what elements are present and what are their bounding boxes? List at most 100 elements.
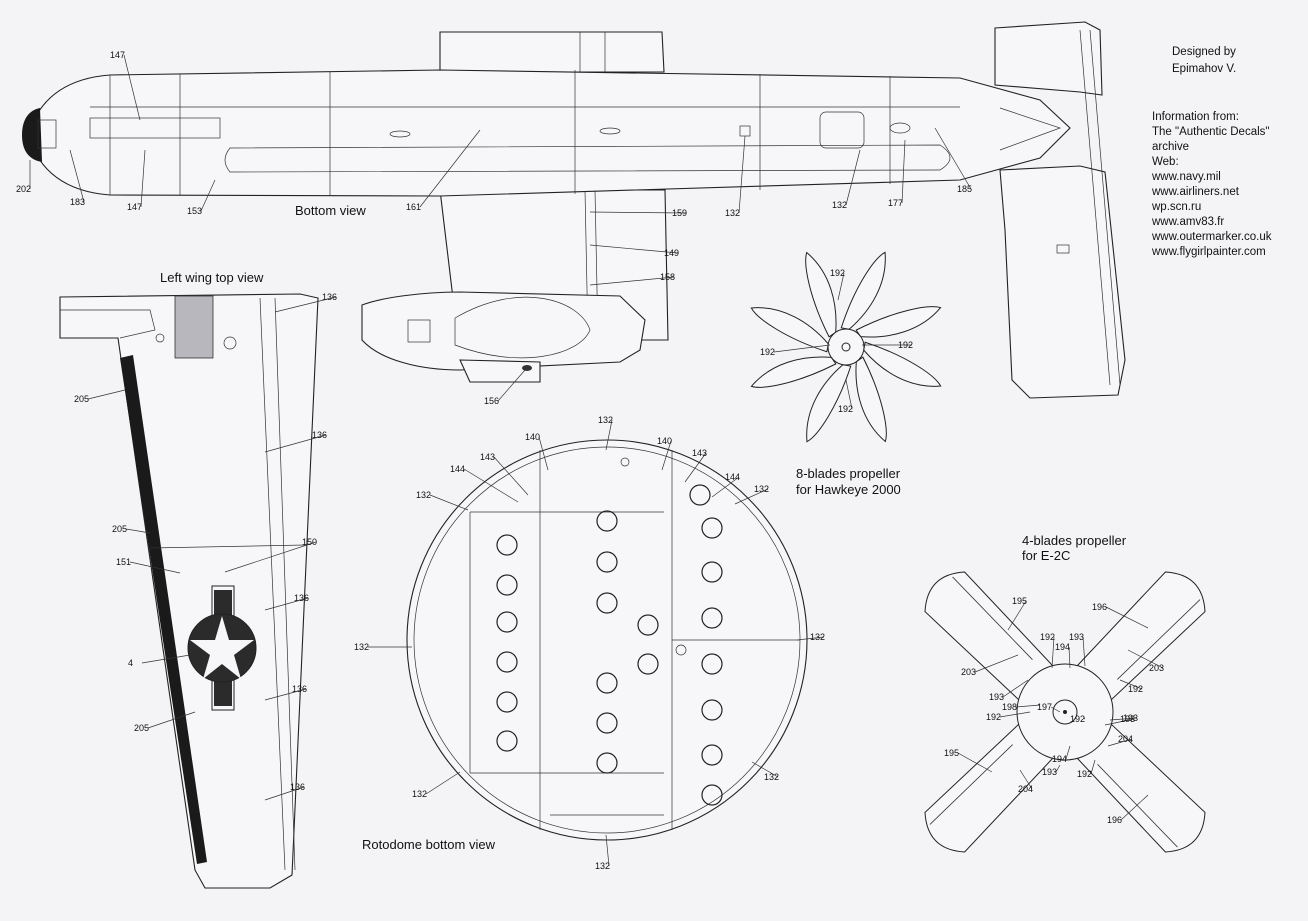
fuselage-bottom-view	[22, 21, 1126, 399]
callout-number: 192	[1040, 632, 1055, 642]
leader-line	[589, 276, 675, 286]
bottom-view-title: Bottom view	[295, 203, 366, 218]
callout-number: 192	[1070, 714, 1085, 724]
leader-line	[1090, 759, 1096, 775]
porthole	[496, 651, 518, 673]
leader-line	[264, 688, 307, 701]
porthole	[701, 607, 723, 629]
designer-name: Epimahov V.	[1172, 63, 1236, 75]
porthole	[496, 534, 518, 556]
callout-number: 193	[1042, 767, 1057, 777]
callout-number: 143	[480, 452, 495, 462]
callout-number: 140	[525, 432, 540, 442]
leader-line	[1019, 769, 1033, 790]
callout-number: 132	[416, 490, 431, 500]
callout-number: 161	[406, 202, 421, 212]
leader-line	[87, 389, 126, 400]
callout-number: 143	[692, 448, 707, 458]
callout-number: 203	[961, 667, 976, 677]
callout-number: 205	[112, 524, 127, 534]
callout-number: 204	[1018, 784, 1033, 794]
callout-number: 136	[312, 430, 327, 440]
callout-number: 144	[725, 472, 740, 482]
callout-number: 4	[128, 658, 133, 668]
leader-line	[429, 494, 469, 511]
wing-view-title: Left wing top view	[160, 270, 264, 285]
prop4-title-line2: for E-2C	[1022, 548, 1070, 563]
leader-line	[1107, 738, 1133, 747]
leader-line	[1105, 606, 1149, 629]
info-from-label: Information from:	[1152, 111, 1239, 123]
leader-line	[125, 528, 151, 534]
callout-number: 196	[1092, 602, 1107, 612]
national-insignia	[187, 585, 257, 711]
leader-line	[425, 771, 461, 795]
propeller-blade	[840, 251, 886, 330]
callout-number: 132	[725, 208, 740, 218]
leader-line	[1065, 745, 1071, 760]
leader-line	[1104, 718, 1135, 726]
callout-number: 185	[957, 184, 972, 194]
leader-line	[141, 654, 191, 664]
leader-line	[901, 139, 906, 204]
porthole	[496, 730, 518, 752]
porthole	[637, 653, 659, 675]
leader-line	[845, 149, 861, 206]
porthole	[701, 517, 723, 539]
radome-nose	[22, 108, 42, 162]
leader-line	[1055, 764, 1061, 773]
callout-number: 192	[838, 404, 853, 414]
porthole	[701, 699, 723, 721]
callout-number: 132	[832, 200, 847, 210]
leader-line	[605, 419, 613, 451]
leader-line	[264, 786, 305, 801]
porthole	[596, 712, 618, 734]
propeller-blade	[855, 306, 942, 338]
callout-number: 132	[595, 861, 610, 871]
propeller-blade	[924, 722, 1055, 853]
callout-number: 204	[1118, 734, 1133, 744]
callout-number: 136	[290, 782, 305, 792]
propeller-blade	[924, 571, 1055, 702]
porthole	[596, 510, 618, 532]
leader-line	[957, 752, 993, 773]
leader-line	[264, 597, 309, 611]
walkway-stripe	[120, 355, 207, 864]
leader-line	[419, 129, 481, 208]
callout-number: 132	[764, 772, 779, 782]
callout-number: 198	[1002, 702, 1017, 712]
callout-number: 132	[354, 642, 369, 652]
propeller-blade	[1075, 722, 1206, 853]
leader-line	[1082, 636, 1086, 667]
leader-line	[123, 54, 141, 121]
leader-line	[200, 179, 216, 212]
propeller-blade	[750, 356, 837, 388]
leader-line	[1109, 717, 1138, 721]
left-wing-top-view	[59, 293, 319, 889]
callout-number: 140	[657, 436, 672, 446]
leader-line	[140, 149, 146, 208]
web-site: www.amv83.fr	[1151, 216, 1224, 228]
callout-number: 147	[110, 50, 125, 60]
porthole	[496, 691, 518, 713]
leader-line	[264, 434, 327, 453]
callout-number: 203	[1149, 663, 1164, 673]
leader-line	[845, 379, 853, 410]
porthole	[701, 561, 723, 583]
leader-line	[463, 468, 519, 503]
callout-number: 194	[1052, 754, 1067, 764]
leader-line	[738, 135, 746, 214]
porthole	[596, 672, 618, 694]
propeller-blade	[863, 341, 942, 387]
leader-line	[1002, 679, 1029, 698]
leader-line	[274, 296, 337, 313]
propeller-blade	[805, 251, 837, 338]
callout-number: 132	[754, 484, 769, 494]
callout-number: 192	[760, 347, 775, 357]
designed-by-label: Designed by	[1172, 46, 1236, 58]
prop8-title-line1: 8-blades propeller	[796, 466, 901, 481]
info-archive: archive	[1152, 141, 1189, 153]
callout-number: 144	[450, 464, 465, 474]
callout-number: 197	[1037, 702, 1052, 712]
